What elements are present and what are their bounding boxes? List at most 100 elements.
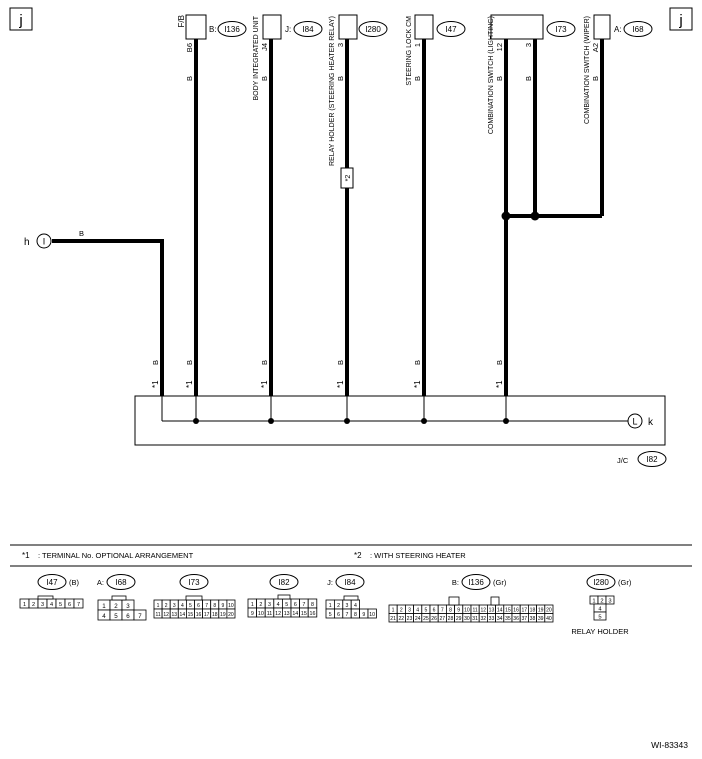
pin-number: 17 [521, 607, 527, 613]
pin-number: 2 [165, 603, 168, 609]
connector-id-oval [217, 21, 247, 37]
connector-view-id-oval [269, 574, 299, 590]
pin-number: 8 [354, 612, 357, 618]
pin-number: 35 [505, 616, 511, 622]
pin-number: 3 [408, 607, 411, 613]
pin-number: 3 [173, 603, 176, 609]
connector-id: I68 [632, 25, 644, 34]
pin-number: 5 [285, 602, 288, 608]
pin-number: 5 [59, 602, 62, 608]
pin-number: 31 [472, 616, 478, 622]
connector-view-id: I136 [468, 578, 484, 587]
connector-prefix: F/B [177, 15, 186, 27]
pin-number: 12 [480, 607, 486, 613]
jc-label: J/C [617, 456, 629, 465]
connector-view-suffix: (Gr) [618, 578, 632, 587]
jc-junction-dot [503, 418, 509, 424]
pin-number: 4 [102, 613, 106, 620]
terminal-circle [627, 413, 643, 429]
pin-number: 1 [392, 607, 395, 613]
pin-cell [367, 608, 377, 619]
pin-number: 15 [188, 612, 194, 618]
connector-tab [37, 595, 54, 600]
connector-pin: 3 [336, 43, 345, 47]
connector-pin: B6 [185, 43, 194, 52]
pin-number: 4 [50, 602, 53, 608]
pin-number: 13 [284, 611, 290, 617]
pin-number: 17 [204, 612, 210, 618]
connector-tab [490, 596, 500, 606]
terminal-circle [36, 233, 52, 249]
connector-view-id-oval [335, 574, 365, 590]
connector-view-id: I47 [46, 578, 58, 587]
connector-ref: J: [285, 25, 291, 34]
pin-number: 23 [407, 616, 413, 622]
pin-number: 2 [32, 602, 35, 608]
jc-pin-mark: *1 [336, 380, 345, 388]
connector-view-ref: B: [452, 578, 459, 587]
pin-number: 32 [480, 616, 486, 622]
connector-ref: A: [614, 25, 622, 34]
pin-number: 2 [400, 607, 403, 613]
pin-number: 24 [415, 616, 421, 622]
connector-view-id: I68 [115, 578, 127, 587]
pin-number: 7 [346, 612, 349, 618]
pin-number: 6 [337, 612, 340, 618]
wire-color-label: B [495, 360, 504, 365]
pin-number: 15 [301, 611, 307, 617]
wire-color-label: B [336, 76, 345, 81]
note-text: : WITH STEERING HEATER [370, 551, 466, 560]
pin-number: 38 [530, 616, 536, 622]
corner-mark-letter: j [678, 12, 682, 29]
pin-number: 6 [294, 602, 297, 608]
note-mark: *1 [22, 551, 30, 560]
pin-number: 10 [228, 603, 234, 609]
connector-tab [185, 595, 203, 601]
wire-color-label: B [79, 229, 84, 238]
terminal-letter: h [24, 237, 30, 248]
pin-number: 6 [433, 607, 436, 613]
pin-number: 1 [23, 602, 26, 608]
pin-number: 5 [114, 613, 118, 620]
pin-number: 25 [423, 616, 429, 622]
jc-pin-mark: *1 [260, 380, 269, 388]
pin-number: 19 [220, 612, 226, 618]
pin-number: 29 [456, 616, 462, 622]
connector-box [185, 14, 207, 40]
jc-junction-dot [268, 418, 274, 424]
pin-number: 30 [464, 616, 470, 622]
connector-id-oval [623, 21, 653, 37]
pin-cell [307, 607, 318, 618]
connector-id: I280 [365, 25, 381, 34]
connector-id: I73 [555, 25, 567, 34]
pin-number: 2 [600, 598, 603, 604]
connector-id: I136 [224, 25, 240, 34]
corner-mark-box [9, 7, 33, 31]
splice-dot [530, 211, 540, 221]
jc-junction-dot [344, 418, 350, 424]
wire-color-label: B [413, 76, 422, 81]
pin-number: 7 [205, 603, 208, 609]
pin-number: 3 [268, 602, 271, 608]
connector-box [593, 14, 611, 40]
connector-id: I84 [302, 25, 314, 34]
jc-pin-mark: *1 [413, 380, 422, 388]
pin-number: 3 [41, 602, 44, 608]
component-label: BODY INTEGRATED UNIT [253, 15, 260, 100]
pin-number: 22 [398, 616, 404, 622]
jc-pin-mark: *1 [495, 380, 504, 388]
connector-ref: B: [209, 25, 217, 34]
pin-number: 12 [275, 611, 281, 617]
connector-pin: A2 [591, 43, 600, 52]
connector-id-oval [293, 21, 323, 37]
pin-number: 27 [439, 616, 445, 622]
pin-number: 9 [457, 607, 460, 613]
wire [52, 239, 164, 396]
pin-number: 19 [538, 607, 544, 613]
